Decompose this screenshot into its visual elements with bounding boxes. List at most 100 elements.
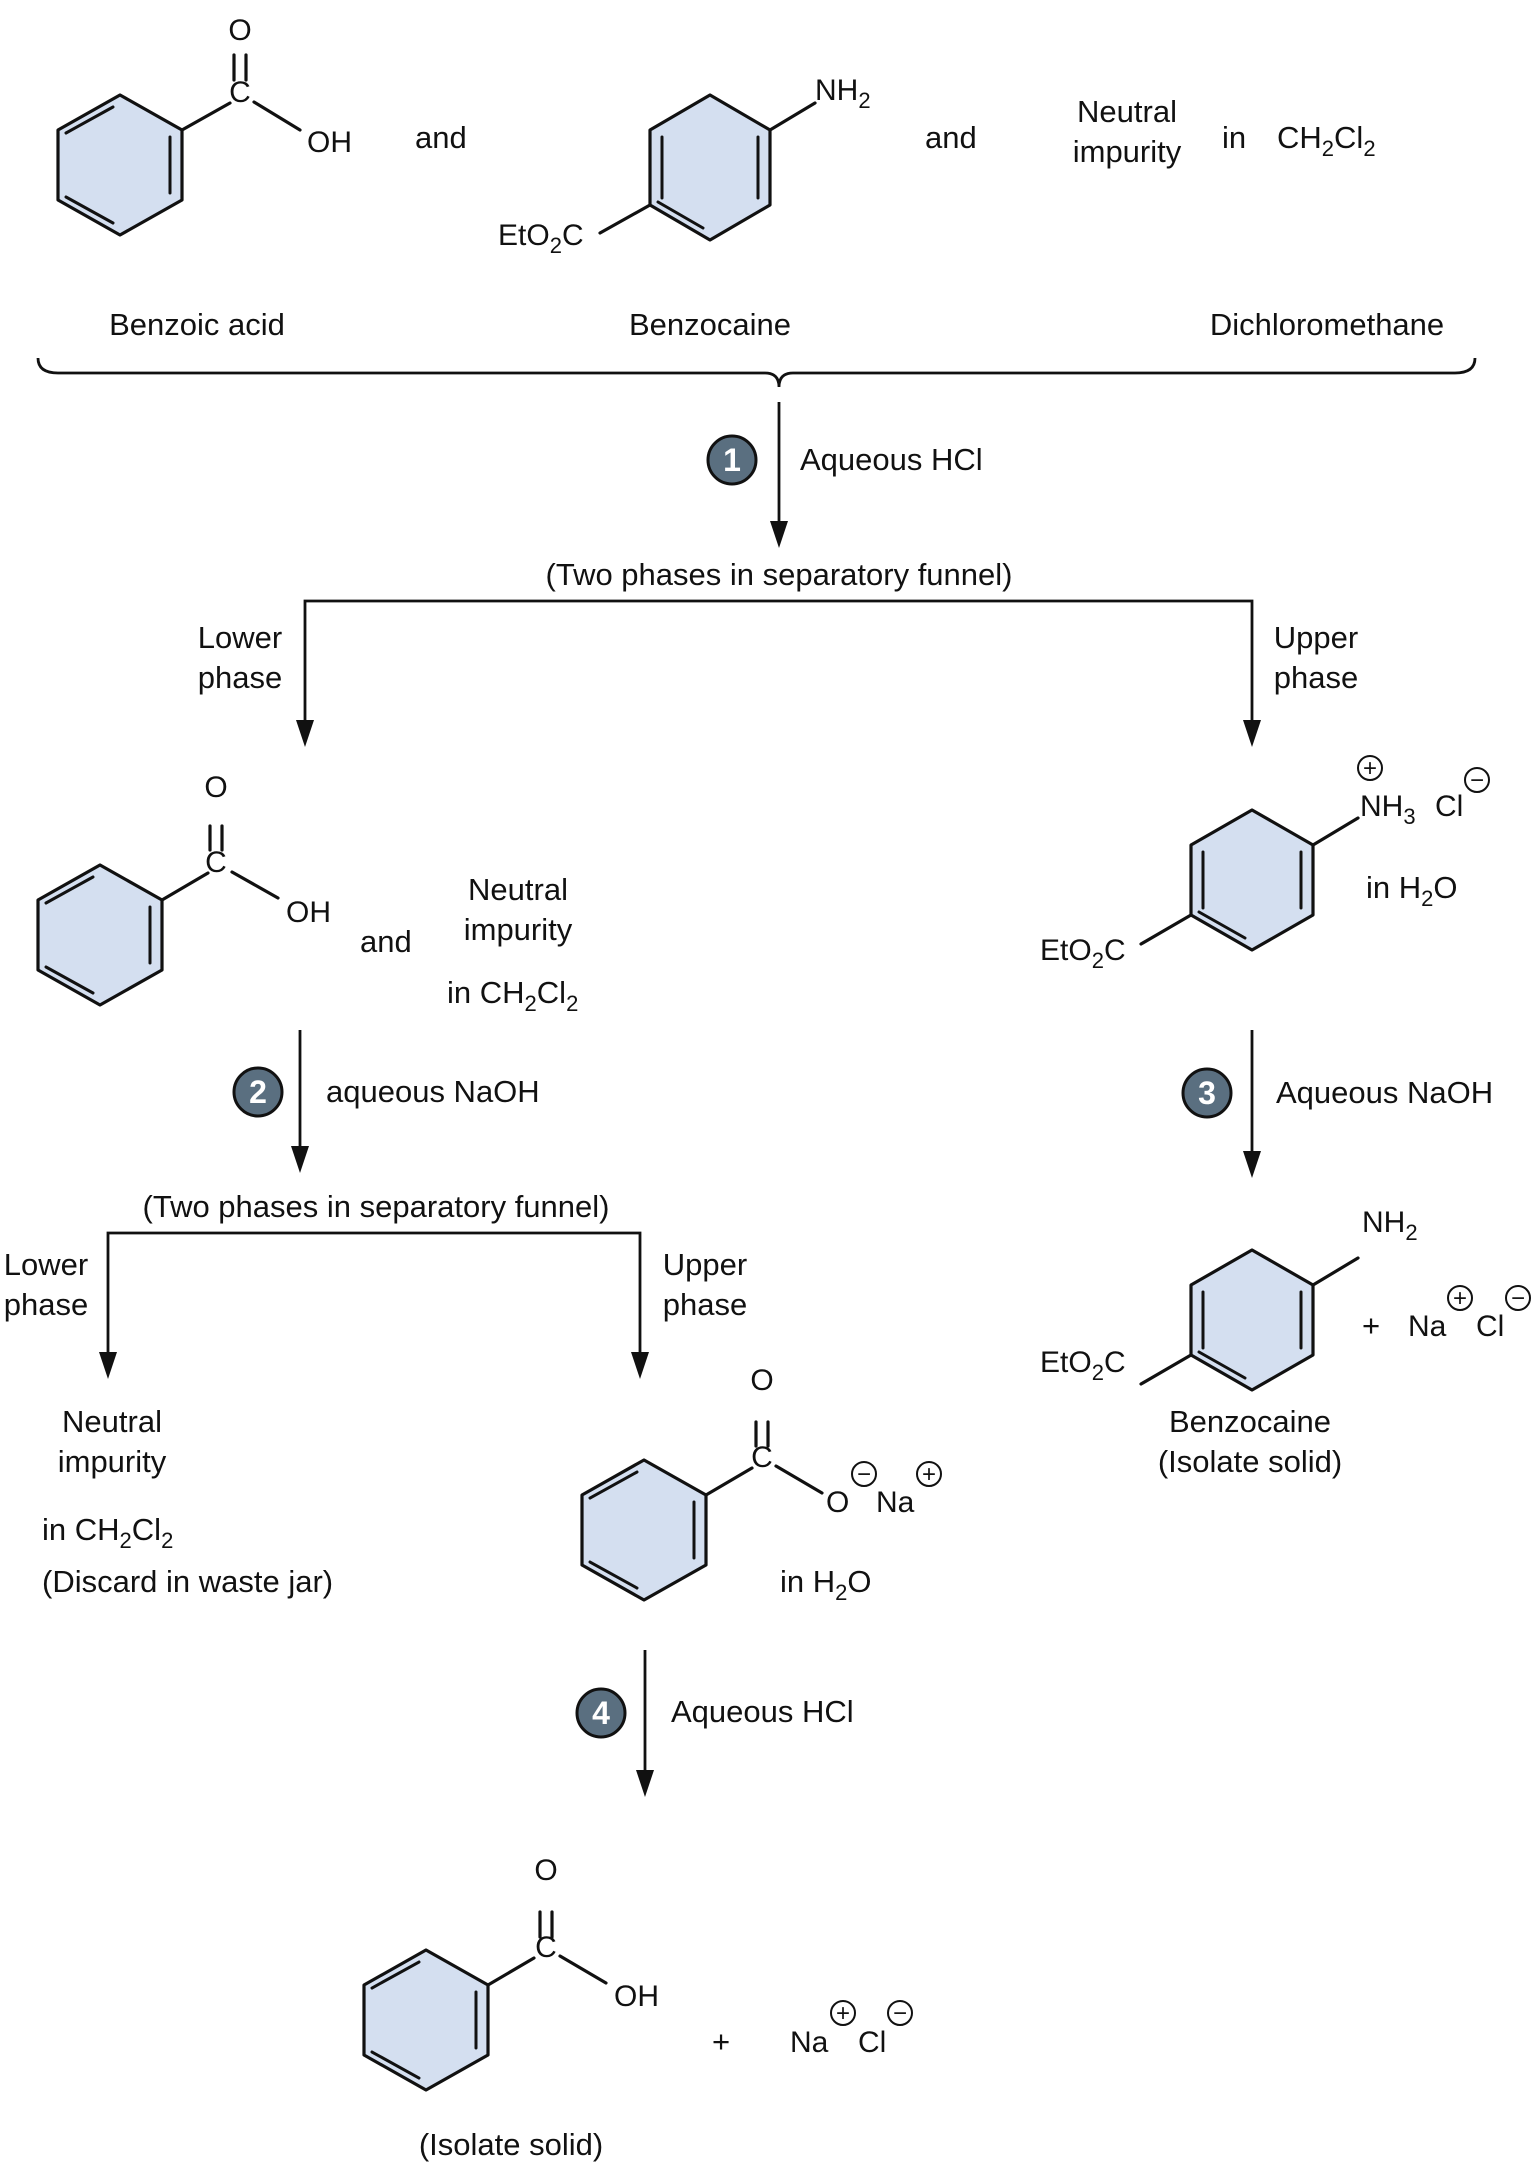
step4-arrowhead [636,1770,654,1797]
svg-text:1: 1 [723,442,741,478]
atom-o-anion: O [826,1486,849,1519]
step1-reagent: Aqueous HCl [800,442,983,477]
minus-charge-icon [1464,767,1490,793]
svg-text:2: 2 [249,1074,267,1110]
benzocaine-final: NH2 EtO2C [1040,1206,1418,1392]
atom-o: O [204,771,227,804]
neutral-impurity-line2: impurity [464,912,573,947]
step1-arrowhead [770,521,788,548]
in-h2o-right: in H2O [1366,870,1458,911]
split2-upper-label-line1: Upper [663,1247,747,1282]
atom-oh: OH [614,1980,659,2013]
atom-oh: OH [307,126,352,159]
minus-charge-icon [1505,1285,1531,1311]
benzoic-acid-lower: O C OH [36,771,331,1007]
split1-lower-label-line2: phase [198,660,282,695]
in-ch2cl2: in CH2Cl2 [447,975,578,1016]
plus-charge-symbol: + [922,1461,936,1488]
split2-connector [106,1231,642,1360]
neutral-impurity-line1: Neutral [468,872,568,907]
chloride-ion: Cl [1476,1310,1504,1343]
benzocaine-final-note: (Isolate solid) [1158,1444,1342,1479]
and-label: and [360,924,412,959]
split2-upper-arrowhead [631,1352,649,1379]
minus-charge-icon [851,1461,877,1487]
atom-c: C [535,1931,557,1964]
name-dichloromethane: Dichloromethane [1210,307,1444,342]
plus-charge-icon [1357,755,1383,781]
step3-reagent: Aqueous NaOH [1276,1075,1493,1110]
split2-lower-arrowhead [99,1352,117,1379]
benzocaine-top: NH2 EtO2C [498,74,871,258]
amine-group: NH2 [815,74,871,113]
discard-neutral-line2: impurity [58,1444,167,1479]
split1-lower-arrowhead [296,720,314,747]
atom-oh: OH [286,896,331,929]
step3-arrowhead [1243,1151,1261,1178]
split1-upper-label-line1: Upper [1274,620,1358,655]
benzocaine-final-name: Benzocaine [1169,1404,1331,1439]
plus-charge-symbol: + [1363,755,1377,782]
benzocaine-ammonium-salt: NH3 + Cl − EtO2C [1040,755,1490,973]
plus-sign: + [712,2024,730,2059]
split1-header: (Two phases in separatory funnel) [546,557,1013,592]
split2-upper-label-line2: phase [663,1287,747,1322]
split1-upper-label-line2: phase [1274,660,1358,695]
ester-group: EtO2C [1040,934,1126,973]
step3-badge: 3 [1181,1067,1233,1119]
minus-charge-symbol: − [857,1461,871,1488]
minus-charge-icon [887,2000,913,2026]
ester-group: EtO2C [1040,1346,1126,1385]
ammonium-group: NH3 [1360,790,1416,829]
atom-c: C [751,1441,773,1474]
amine-group: NH2 [1362,1206,1418,1245]
split1-upper-arrowhead [1243,720,1261,747]
minus-charge-symbol: − [1470,767,1484,794]
ester-group: EtO2C [498,219,584,258]
chloride-ion: Cl [858,2026,886,2059]
discard-neutral-line1: Neutral [62,1404,162,1439]
discard-note: (Discard in waste jar) [42,1564,333,1599]
step2-badge: 2 [232,1066,284,1118]
in-label: in [1222,120,1246,155]
minus-charge-symbol: − [893,2000,907,2027]
step4-badge: 4 [575,1687,627,1739]
atom-o: O [534,1854,557,1887]
plus-charge-icon [916,1461,942,1487]
solvent-ch2cl2: CH2Cl2 [1277,120,1376,161]
step2-arrowhead [291,1146,309,1173]
plus-charge-icon [1447,1285,1473,1311]
name-benzocaine: Benzocaine [629,307,791,342]
split2-lower-label-line1: Lower [4,1247,88,1282]
sodium-ion: Na [876,1486,915,1519]
split1-connector [303,599,1254,728]
and-label: and [415,120,467,155]
and-label: and [925,120,977,155]
sodium-ion: Na [1408,1310,1447,1343]
svg-text:4: 4 [592,1695,610,1731]
sodium-benzoate: O C O − Na + [580,1364,942,1602]
minus-charge-symbol: − [1511,1285,1525,1312]
atom-c: C [205,846,227,879]
step2-reagent: aqueous NaOH [326,1074,540,1109]
neutral-impurity-line2: impurity [1073,134,1182,169]
neutral-impurity-line1: Neutral [1077,94,1177,129]
in-h2o-middle: in H2O [780,1564,872,1605]
chloride-ion: Cl [1435,790,1463,823]
atom-o: O [750,1364,773,1397]
plus-charge-symbol: + [1453,1285,1467,1312]
benzoic-acid-top: O C OH [56,14,352,237]
plus-charge-icon [830,2000,856,2026]
final-note: (Isolate solid) [419,2127,603,2162]
plus-sign: + [1362,1308,1380,1343]
discard-in-ch2cl2: in CH2Cl2 [42,1512,173,1553]
atom-c: C [229,76,251,109]
sodium-ion: Na [790,2026,829,2059]
benzoic-acid-final: O C OH [362,1854,659,2092]
split2-header: (Two phases in separatory funnel) [143,1189,610,1224]
step4-reagent: Aqueous HCl [671,1694,854,1729]
plus-charge-symbol: + [836,2000,850,2027]
step1-badge: 1 [706,434,758,486]
